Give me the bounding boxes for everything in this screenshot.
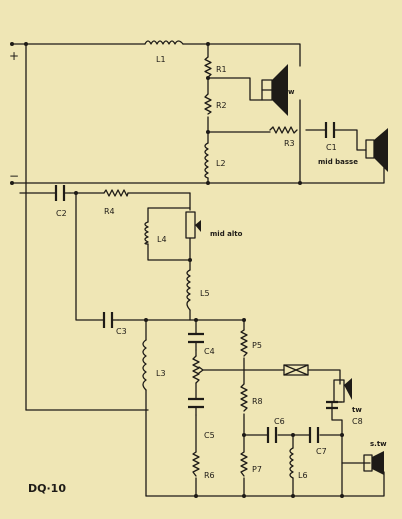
potentiometer-r (192, 355, 204, 384)
c7-label: C7 (316, 447, 327, 456)
tweeter-speaker-icon (333, 378, 352, 403)
capacitor-c1 (324, 122, 336, 138)
p5-label: P5 (252, 341, 262, 350)
l2-label: L2 (216, 159, 226, 168)
capacitor-c2 (54, 185, 71, 201)
mid-alto-speaker-icon (185, 211, 201, 239)
woofer-label: w (288, 88, 295, 96)
c6-label: C6 (274, 417, 285, 426)
resistor-r8 (240, 383, 248, 412)
mid-bass-label: mid basse (318, 158, 358, 166)
c8-label: C8 (352, 417, 363, 426)
capacitor-c8 (326, 400, 338, 410)
l6-label: L6 (298, 471, 308, 480)
super-tweeter-speaker-icon (363, 451, 384, 475)
inductor-l3 (142, 339, 147, 391)
r1-label: R1 (216, 65, 227, 74)
plus-terminal-label: + (9, 49, 19, 63)
capacitor-c4 (188, 332, 204, 351)
inductor-l5 (186, 269, 191, 311)
resistor-r1 (204, 56, 212, 78)
inductor-l1 (144, 40, 184, 45)
p7-label: P7 (252, 465, 262, 474)
wiring (11, 43, 385, 497)
c5-label: C5 (204, 431, 215, 440)
capacitor-c3 (102, 312, 119, 328)
minus-terminal-label: − (9, 169, 19, 183)
c2-label: C2 (56, 209, 67, 218)
l1-label: L1 (156, 55, 166, 64)
resistor-r2 (204, 93, 212, 115)
l4-label: L4 (157, 235, 167, 244)
junction-dots (10, 42, 344, 498)
r3-label: R3 (284, 139, 295, 148)
resistor-r4 (103, 189, 129, 197)
fuse-icon (283, 364, 309, 376)
capacitor-c5 (188, 397, 204, 416)
l5-label: L5 (200, 289, 210, 298)
l3-label: L3 (156, 369, 166, 378)
capacitor-c7 (308, 427, 320, 443)
potentiometer-p5 (240, 329, 248, 357)
r4-label: R4 (104, 207, 115, 216)
resistor-r3 (269, 126, 298, 134)
resistor-r6 (192, 451, 200, 477)
r6-label: R6 (204, 471, 215, 480)
r2-label: R2 (216, 101, 227, 110)
c4-label: C4 (204, 347, 215, 356)
r8-label: R8 (252, 397, 263, 406)
tweeter-label: tw (352, 406, 362, 414)
model-label: DQ·10 (28, 482, 66, 495)
mid-bass-speaker-icon (365, 128, 388, 172)
super-tweeter-label: s.tw (370, 440, 387, 448)
c3-label: C3 (116, 327, 127, 336)
inductor-l6 (289, 447, 294, 479)
capacitor-c6 (266, 427, 278, 443)
inductor-l4 (144, 221, 149, 245)
woofer-speaker-icon (261, 64, 288, 116)
inductor-l2 (204, 142, 209, 179)
c1-label: C1 (326, 143, 337, 152)
potentiometer-p7 (240, 451, 248, 477)
mid-alto-label: mid alto (210, 230, 243, 238)
